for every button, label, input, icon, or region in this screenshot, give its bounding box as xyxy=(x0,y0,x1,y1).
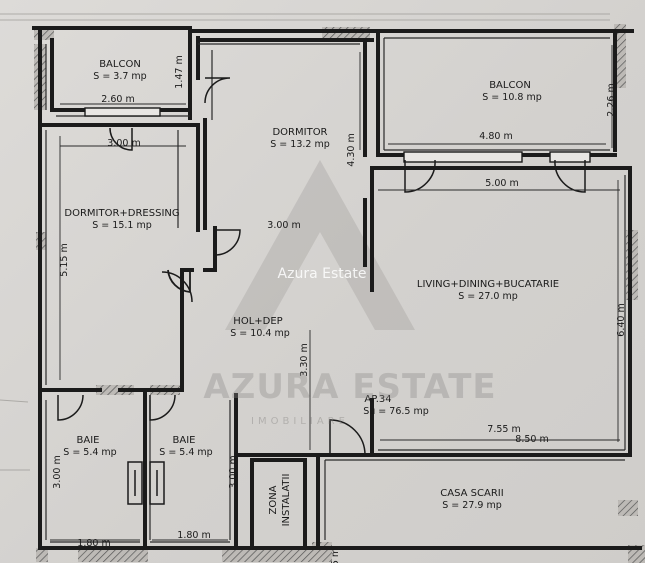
watermark-logo xyxy=(225,160,415,330)
dim-8-50: 8.50 m xyxy=(515,434,548,445)
room-dormitor-area: S = 13.2 mp xyxy=(270,139,330,150)
dim-5-00: 5.00 m xyxy=(485,178,518,189)
dim-5-15: 5.15 m xyxy=(59,243,70,276)
dim-4-80: 4.80 m xyxy=(479,131,512,142)
room-balcon-left-name: BALCON xyxy=(99,59,141,70)
dim-3-30: 3.30 m xyxy=(299,343,310,376)
room-baie1-name: BAIE xyxy=(77,435,100,446)
watermark-sub: IMOBILIARE xyxy=(251,416,349,427)
room-zona-name2: INSTALATII xyxy=(281,474,292,527)
dimension-labels: 1.47 m 2.60 m 3.00 m 4.30 m 3.00 m 4.80 … xyxy=(52,55,627,563)
room-balcon-left-area: S = 3.7 mp xyxy=(93,71,146,82)
dim-3-00-dorm: 3.00 m xyxy=(267,220,300,231)
dim-1-47: 1.47 m xyxy=(174,55,185,88)
room-casa-scarii-area: S = 27.9 mp xyxy=(442,500,502,511)
dim-3-00-baie2: 3.00 m xyxy=(228,455,239,488)
dim-1-80-first: 1.80 m xyxy=(77,538,110,549)
windows xyxy=(84,107,591,163)
room-hol-area: S = 10.4 mp xyxy=(230,328,290,339)
room-dormitor-name: DORMITOR xyxy=(272,127,327,138)
room-casa-scarii-name: CASA SCARII xyxy=(440,488,503,499)
watermark-big: AZURA ESTATE xyxy=(203,367,496,407)
room-living-name: LIVING+DINING+BUCATARIE xyxy=(417,279,559,290)
room-living-area: S = 27.0 mp xyxy=(458,291,518,302)
dimension-lines xyxy=(50,45,620,541)
dim-3-00-baie1: 3.00 m xyxy=(52,455,63,488)
room-dormitor-dressing-area: S = 15.1 mp xyxy=(92,220,152,231)
room-zona-name: ZONA xyxy=(268,485,279,514)
room-labels: BALCON S = 3.7 mp DORMITOR S = 13.2 mp B… xyxy=(63,59,559,526)
room-baie1-area: S = 5.4 mp xyxy=(63,447,116,458)
room-baie2-name: BAIE xyxy=(173,435,196,446)
dim-4-30: 4.30 m xyxy=(346,133,357,166)
dim-3-00-top: 3.00 m xyxy=(107,138,140,149)
apartment-area: Su = 76.5 mp xyxy=(363,406,429,417)
dim-85: 85 m xyxy=(330,548,341,563)
apartment-name: AP.34 xyxy=(364,394,391,405)
room-hol-name: HOL+DEP xyxy=(233,316,282,327)
dim-1-80-second: 1.80 m xyxy=(177,530,210,541)
watermark: AZURA ESTATE IMOBILIARE Azura Estate xyxy=(203,266,496,427)
room-dormitor-dressing-name: DORMITOR+DRESSING xyxy=(64,208,179,219)
dim-7-55: 7.55 m xyxy=(487,424,520,435)
room-baie2-area: S = 5.4 mp xyxy=(159,447,212,458)
dim-6-40: 6.40 m xyxy=(616,303,627,336)
doors xyxy=(57,77,586,456)
room-balcon-right-name: BALCON xyxy=(489,80,531,91)
watermark-center: Azura Estate xyxy=(278,266,367,282)
dim-2-26: 2.26 m xyxy=(606,83,617,116)
dim-2-60: 2.60 m xyxy=(101,94,134,105)
bath-fixture xyxy=(127,461,165,505)
room-balcon-right-area: S = 10.8 mp xyxy=(482,92,542,103)
background-sketch xyxy=(0,13,610,471)
